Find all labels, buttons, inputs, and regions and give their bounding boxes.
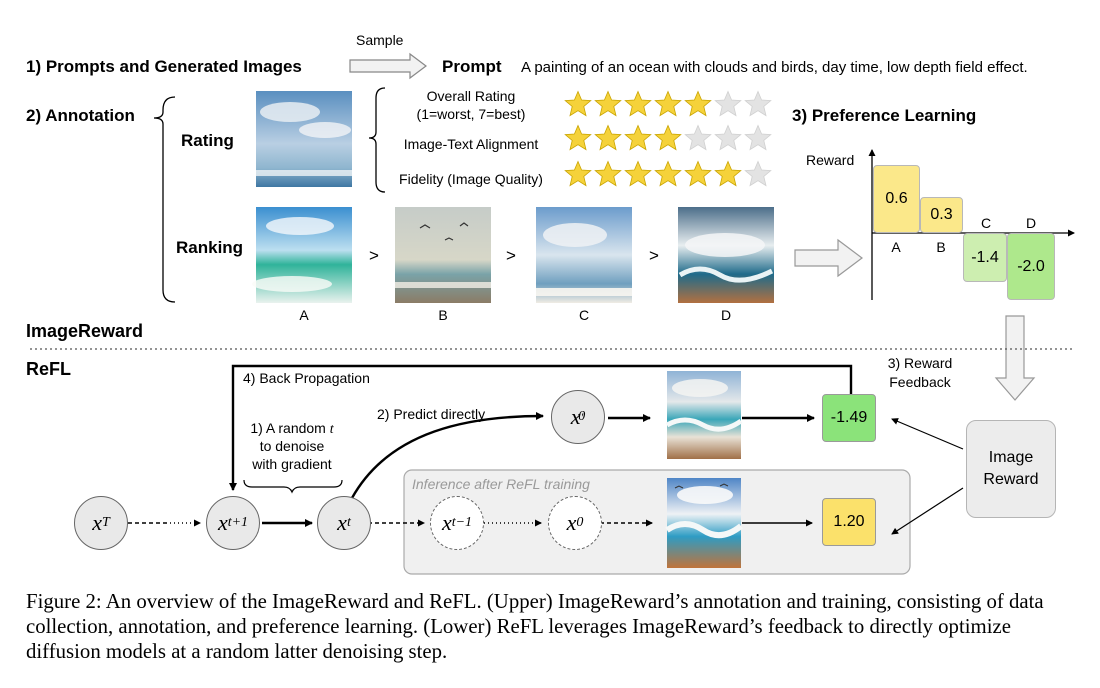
random-t-label-2: to denoise xyxy=(259,438,325,454)
annotation-brace-icon xyxy=(153,96,176,303)
reward-tick-a: A xyxy=(891,239,901,255)
image-label-c: C xyxy=(578,307,590,323)
painting-thumbnail xyxy=(395,207,491,303)
image-label-d: D xyxy=(720,307,732,323)
section3-heading: 3) Preference Learning xyxy=(792,106,977,125)
figure-caption: Figure 2: An overview of the ImageReward… xyxy=(26,590,1044,663)
star-icon xyxy=(564,90,592,118)
node-x-0-prime: x′0 xyxy=(551,390,605,444)
criterion-overall-label: Overall Rating xyxy=(426,88,516,104)
score-inference: 1.20 xyxy=(822,498,876,546)
painting-thumbnail xyxy=(665,478,743,568)
painting-thumbnail xyxy=(252,207,352,303)
rating-label: Rating xyxy=(181,131,234,150)
gt-symbol: > xyxy=(506,246,516,265)
reward-feedback-label-1: 3) Reward xyxy=(887,355,953,371)
star-icon xyxy=(654,90,682,118)
gt-symbol: > xyxy=(649,246,659,265)
back-propagation-label: 4) Back Propagation xyxy=(243,370,370,386)
sample-arrow-icon xyxy=(349,52,427,80)
reward-tick-c: C xyxy=(980,215,992,231)
star-icon xyxy=(714,124,742,152)
star-icon xyxy=(654,160,682,188)
criterion-alignment-label: Image-Text Alignment xyxy=(403,136,539,152)
imagereward-section-label: ImageReward xyxy=(26,321,144,341)
star-icon xyxy=(744,124,772,152)
reward-axis-label: Reward xyxy=(806,152,855,168)
criterion-fidelity-label: Fidelity (Image Quality) xyxy=(399,171,543,187)
painting-thumbnail xyxy=(256,91,352,187)
preference-arrow-icon xyxy=(794,238,863,278)
reward-bar-c: -1.4 xyxy=(963,233,1007,282)
down-arrow-icon xyxy=(994,315,1036,401)
reward-bar-d: -2.0 xyxy=(1007,233,1055,300)
star-icon xyxy=(684,160,712,188)
refl-section-label: ReFL xyxy=(26,359,71,379)
ranking-label: Ranking xyxy=(176,238,244,257)
star-icon xyxy=(564,160,592,188)
score-training: -1.49 xyxy=(822,394,876,442)
star-icon xyxy=(624,160,652,188)
star-icon xyxy=(714,90,742,118)
prompt-text: A painting of an ocean with clouds and b… xyxy=(521,59,1028,76)
painting-thumbnail xyxy=(536,207,632,303)
random-t-label-1: 1) A random t xyxy=(250,420,334,437)
star-icon xyxy=(594,124,622,152)
image-label-a: A xyxy=(299,307,309,323)
star-icon xyxy=(714,160,742,188)
painting-thumbnail xyxy=(665,371,743,459)
reward-feedback-label-2: Feedback xyxy=(889,374,951,390)
star-icon xyxy=(744,90,772,118)
image-label-b: B xyxy=(438,307,448,323)
reward-bar-a: 0.6 xyxy=(873,165,920,233)
gt-symbol: > xyxy=(369,246,379,265)
star-icon xyxy=(624,124,652,152)
predict-directly-label: 2) Predict directly xyxy=(377,406,486,422)
star-icon xyxy=(654,124,682,152)
rating-brace-icon xyxy=(368,87,386,193)
star-icon xyxy=(624,90,652,118)
reward-tick-d: D xyxy=(1025,215,1037,231)
inference-note: Inference after ReFL training xyxy=(412,476,590,492)
star-icon xyxy=(594,90,622,118)
star-icon xyxy=(684,90,712,118)
image-reward-model-box: Image Reward xyxy=(966,420,1056,518)
criterion-overall-sub: (1=worst, 7=best) xyxy=(416,106,526,122)
reward-bar-b: 0.3 xyxy=(920,197,963,233)
star-icon xyxy=(594,160,622,188)
star-icon xyxy=(564,124,592,152)
reward-tick-b: B xyxy=(936,239,946,255)
prompt-label: Prompt xyxy=(442,57,502,76)
star-icon xyxy=(744,160,772,188)
section2-heading: 2) Annotation xyxy=(26,106,135,125)
star-icon xyxy=(684,124,712,152)
sample-label: Sample xyxy=(356,32,404,48)
section1-heading: 1) Prompts and Generated Images xyxy=(26,57,302,76)
painting-thumbnail xyxy=(678,207,774,303)
random-t-label-3: with gradient xyxy=(252,456,332,472)
